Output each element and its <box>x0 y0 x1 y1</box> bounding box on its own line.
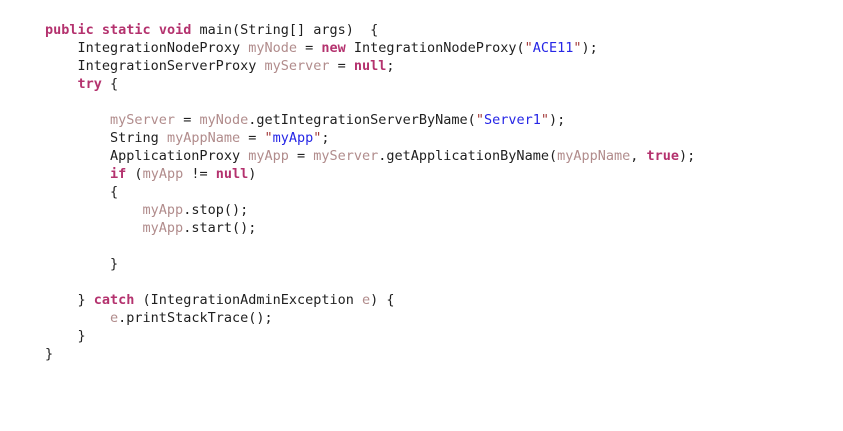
code-token-plain: = <box>329 57 354 74</box>
code-token-plain: .getIntegrationServerByName( <box>248 111 476 128</box>
code-snippet[interactable]: public static void main(String[] args) {… <box>45 21 695 364</box>
code-token-plain: = <box>175 111 200 128</box>
code-line: public static void main(String[] args) { <box>45 21 695 39</box>
code-line: myApp.stop(); <box>45 201 695 219</box>
code-line: try { <box>45 75 695 93</box>
code-token-plain: main(String[] args) { <box>191 21 379 38</box>
code-token-kw: static <box>101 21 151 38</box>
code-token-var: myNode <box>199 111 249 128</box>
code-token-plain: .printStackTrace(); <box>118 310 273 327</box>
code-token-quote: " <box>573 39 582 56</box>
code-token-plain: .stop(); <box>183 201 249 218</box>
code-line: } <box>45 345 695 363</box>
code-token-var: e <box>110 310 119 327</box>
code-token-var: myNode <box>248 39 297 56</box>
code-token-plain: String <box>110 129 167 146</box>
code-token-plain <box>151 22 159 38</box>
code-token-plain: ( <box>126 165 143 182</box>
code-token-var: myAppName <box>557 147 631 164</box>
code-line: IntegrationNodeProxy myNode = new Integr… <box>45 39 695 57</box>
code-token-plain: } <box>110 256 119 273</box>
code-token-kw: if <box>110 165 127 182</box>
code-token-plain: IntegrationNodeProxy( <box>345 39 525 56</box>
code-token-plain: ); <box>549 111 566 128</box>
code-token-kw: void <box>158 21 192 38</box>
code-token-plain: ); <box>581 39 598 56</box>
code-line: e.printStackTrace(); <box>45 309 695 327</box>
code-token-plain: { <box>110 183 119 200</box>
code-token-plain <box>94 22 102 38</box>
code-token-plain: } <box>77 328 86 345</box>
code-token-var: myApp <box>142 220 184 237</box>
code-token-plain: } <box>45 346 54 363</box>
code-token-plain: ); <box>679 147 696 164</box>
code-token-quote: " <box>313 129 322 146</box>
code-line: } <box>45 255 695 273</box>
code-line: myServer = myNode.getIntegrationServerBy… <box>45 111 695 129</box>
code-token-var: myApp <box>142 201 184 218</box>
code-token-var: myServer <box>264 57 330 74</box>
code-token-var: e <box>362 292 371 309</box>
code-line: } catch (IntegrationAdminException e) { <box>45 291 695 309</box>
code-token-plain: } <box>77 292 94 309</box>
code-token-plain: = <box>296 39 322 56</box>
code-line <box>45 273 695 291</box>
code-token-plain: IntegrationNodeProxy <box>77 39 249 56</box>
code-token-str: Server1 <box>483 111 541 128</box>
code-line: ApplicationProxy myApp = myServer.getApp… <box>45 147 695 165</box>
code-token-str: myApp <box>272 129 314 146</box>
code-token-plain: = <box>288 147 314 164</box>
code-token-kw: catch <box>93 292 135 309</box>
code-token-quote: " <box>264 129 273 146</box>
code-token-var: myAppName <box>166 129 241 146</box>
code-token-plain: ) <box>248 165 257 182</box>
code-token-var: myServer <box>313 147 379 164</box>
code-token-plain: { <box>101 75 119 92</box>
code-line: } <box>45 327 695 345</box>
code-line: if (myApp != null) <box>45 165 695 183</box>
code-token-plain: != <box>183 165 216 182</box>
code-token-str: ACE11 <box>532 39 574 56</box>
code-token-kw: new <box>321 39 346 56</box>
code-token-plain: , <box>630 147 647 164</box>
code-token-var: myApp <box>142 165 184 182</box>
code-token-quote: " <box>540 111 549 128</box>
code-token-plain: .start(); <box>183 220 257 237</box>
code-token-var: myApp <box>248 147 289 164</box>
code-line: myApp.start(); <box>45 219 695 237</box>
code-token-kw: null <box>353 57 387 74</box>
code-token-kw: public <box>45 21 94 38</box>
code-token-quote: " <box>524 39 533 56</box>
code-token-plain: = <box>240 129 265 146</box>
code-token-kw: null <box>215 165 249 182</box>
code-line <box>45 237 695 255</box>
code-token-kw: try <box>77 75 102 92</box>
code-token-plain: ; <box>321 129 330 146</box>
code-token-plain: ) { <box>370 292 395 309</box>
code-token-plain: ; <box>386 57 395 74</box>
code-token-plain: .getApplicationByName( <box>378 147 558 164</box>
code-token-plain: ApplicationProxy <box>110 147 249 164</box>
code-line: String myAppName = "myApp"; <box>45 129 695 147</box>
code-token-plain: (IntegrationAdminException <box>134 292 362 309</box>
code-line: { <box>45 183 695 201</box>
code-token-var: myServer <box>110 111 176 128</box>
code-line: IntegrationServerProxy myServer = null; <box>45 57 695 75</box>
code-line <box>45 93 695 111</box>
code-token-quote: " <box>475 111 484 128</box>
code-token-kw: true <box>646 147 680 164</box>
code-token-plain: IntegrationServerProxy <box>77 57 265 74</box>
